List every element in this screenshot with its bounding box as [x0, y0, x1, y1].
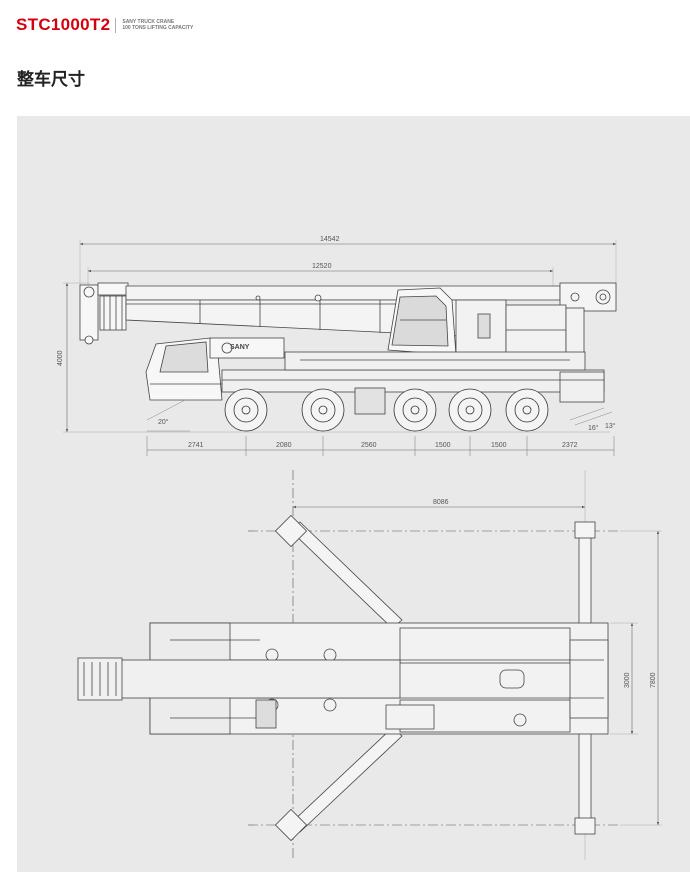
page-title: 整车尺寸 — [17, 70, 85, 90]
side-view — [63, 240, 617, 456]
departure-angle-1-label: 16° — [588, 424, 599, 432]
boom-head — [79, 282, 129, 345]
axle-spacing-6: 2372 — [562, 442, 578, 449]
outrigger-length-label: 8086 — [433, 499, 449, 506]
front-outrigger-upper — [274, 514, 403, 629]
boom-top — [77, 657, 401, 701]
operator-cab — [387, 287, 457, 356]
width-label: 3000 — [624, 672, 631, 688]
model-subtitle: SANY TRUCK CRANE 100 TONS LIFTING CAPACI… — [122, 19, 193, 31]
model-name: STC1000T2 — [16, 15, 111, 34]
overall-length-label: 14542 — [320, 236, 340, 243]
top-view — [77, 470, 662, 860]
telescopic-boom — [125, 282, 617, 337]
departure-angle-2-label: 13° — [605, 422, 616, 430]
superstructure — [455, 299, 585, 356]
wheels — [224, 388, 549, 432]
brand-logo-text: SANY — [230, 344, 250, 351]
approach-angle-label: 20° — [158, 418, 169, 426]
wheel-1 — [224, 388, 268, 432]
outrigger-width-label: 7800 — [650, 672, 657, 688]
chassis — [221, 351, 605, 415]
brand-header: STC1000T2 SANY TRUCK CRANE 100 TONS LIFT… — [16, 15, 193, 34]
drawing-panel — [17, 116, 690, 872]
subtitle-line-2: 100 TONS LIFTING CAPACITY — [122, 25, 194, 31]
header-divider — [115, 17, 117, 33]
axle-spacing-3: 2560 — [361, 442, 377, 449]
carrier-cab — [145, 337, 285, 401]
height-label: 4000 — [57, 350, 64, 366]
axle-spacing-4: 1500 — [435, 442, 451, 449]
front-outrigger-lower — [274, 727, 403, 842]
subtitle-line-1: SANY TRUCK CRANE — [122, 19, 175, 25]
axle-spacing-2: 2080 — [276, 442, 292, 449]
boom-length-label: 12520 — [312, 263, 332, 270]
axle-spacing-1: 2741 — [188, 442, 204, 449]
wheel-4 — [448, 388, 492, 432]
wheel-3 — [393, 388, 437, 432]
wheel-2 — [301, 388, 345, 432]
wheel-5 — [505, 388, 549, 432]
axle-spacing-5: 1500 — [491, 442, 507, 449]
